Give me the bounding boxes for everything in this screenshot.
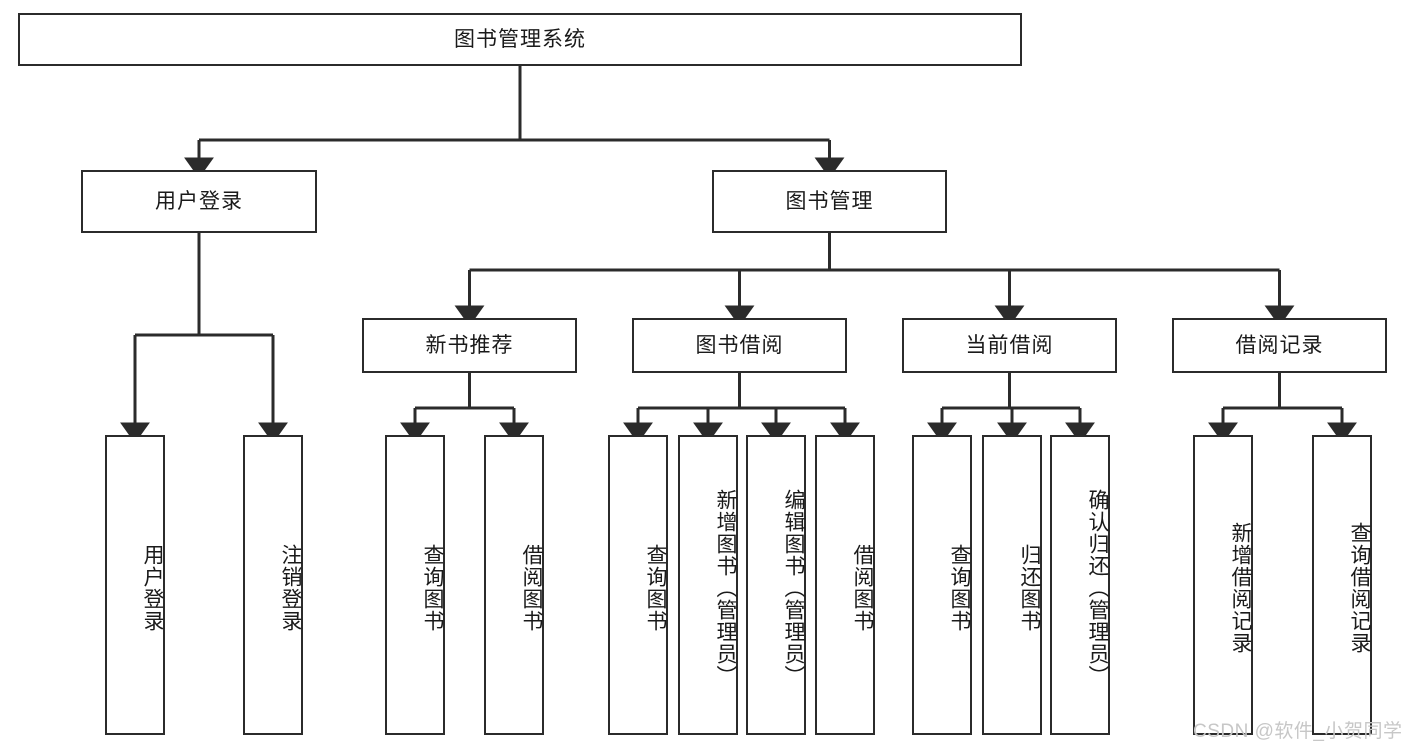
- leaf-leaf-query-book-borrow[interactable]: 查询图书: [608, 435, 668, 735]
- leaf-leaf-query-book-rec[interactable]: 查询图书: [385, 435, 445, 735]
- node-label: 新增借阅记录: [1229, 522, 1252, 654]
- node-label: 借阅图书: [520, 544, 543, 632]
- node-label: 注销登录: [279, 544, 302, 632]
- leaf-leaf-query-book-cur[interactable]: 查询图书: [912, 435, 972, 735]
- leaf-leaf-query-borrow-record[interactable]: 查询借阅记录: [1312, 435, 1372, 735]
- node-root[interactable]: 图书管理系统: [18, 13, 1022, 66]
- node-book-manage[interactable]: 图书管理: [712, 170, 947, 233]
- node-label: 用户登录: [141, 544, 164, 632]
- node-book-borrow[interactable]: 图书借阅: [632, 318, 847, 373]
- node-user-login[interactable]: 用户登录: [81, 170, 317, 233]
- leaf-leaf-borrow-book-rec[interactable]: 借阅图书: [484, 435, 544, 735]
- leaf-leaf-user-logout[interactable]: 注销登录: [243, 435, 303, 735]
- node-label: 查询图书: [421, 544, 444, 632]
- node-label: 借阅记录: [1235, 333, 1324, 357]
- node-label: 归还图书: [1018, 544, 1041, 632]
- node-current-borrow[interactable]: 当前借阅: [902, 318, 1117, 373]
- node-label: 新增图书（管理员）: [714, 489, 737, 687]
- leaf-leaf-user-login[interactable]: 用户登录: [105, 435, 165, 735]
- csdn-watermark: CSDN @软件_小贺同学: [1193, 721, 1403, 742]
- node-label: 查询借阅记录: [1348, 522, 1371, 654]
- node-label: 图书管理: [785, 189, 874, 213]
- node-label: 新书推荐: [425, 333, 514, 357]
- node-label: 查询图书: [644, 544, 667, 632]
- leaf-leaf-return-book[interactable]: 归还图书: [982, 435, 1042, 735]
- node-label: 用户登录: [155, 189, 243, 213]
- leaf-leaf-borrow-book[interactable]: 借阅图书: [815, 435, 875, 735]
- node-label: 当前借阅: [965, 333, 1054, 357]
- node-label: 图书管理系统: [454, 27, 586, 51]
- leaf-leaf-confirm-return-admin[interactable]: 确认归还（管理员）: [1050, 435, 1110, 735]
- node-borrow-record[interactable]: 借阅记录: [1172, 318, 1387, 373]
- leaf-leaf-edit-book-admin[interactable]: 编辑图书（管理员）: [746, 435, 806, 735]
- node-label: 确认归还（管理员）: [1086, 489, 1109, 687]
- node-label: 编辑图书（管理员）: [782, 489, 805, 687]
- leaf-leaf-add-borrow-record[interactable]: 新增借阅记录: [1193, 435, 1253, 735]
- node-label: 借阅图书: [851, 544, 874, 632]
- node-label: 图书借阅: [695, 333, 784, 357]
- node-label: 查询图书: [948, 544, 971, 632]
- node-new-book-rec[interactable]: 新书推荐: [362, 318, 577, 373]
- leaf-leaf-add-book-admin[interactable]: 新增图书（管理员）: [678, 435, 738, 735]
